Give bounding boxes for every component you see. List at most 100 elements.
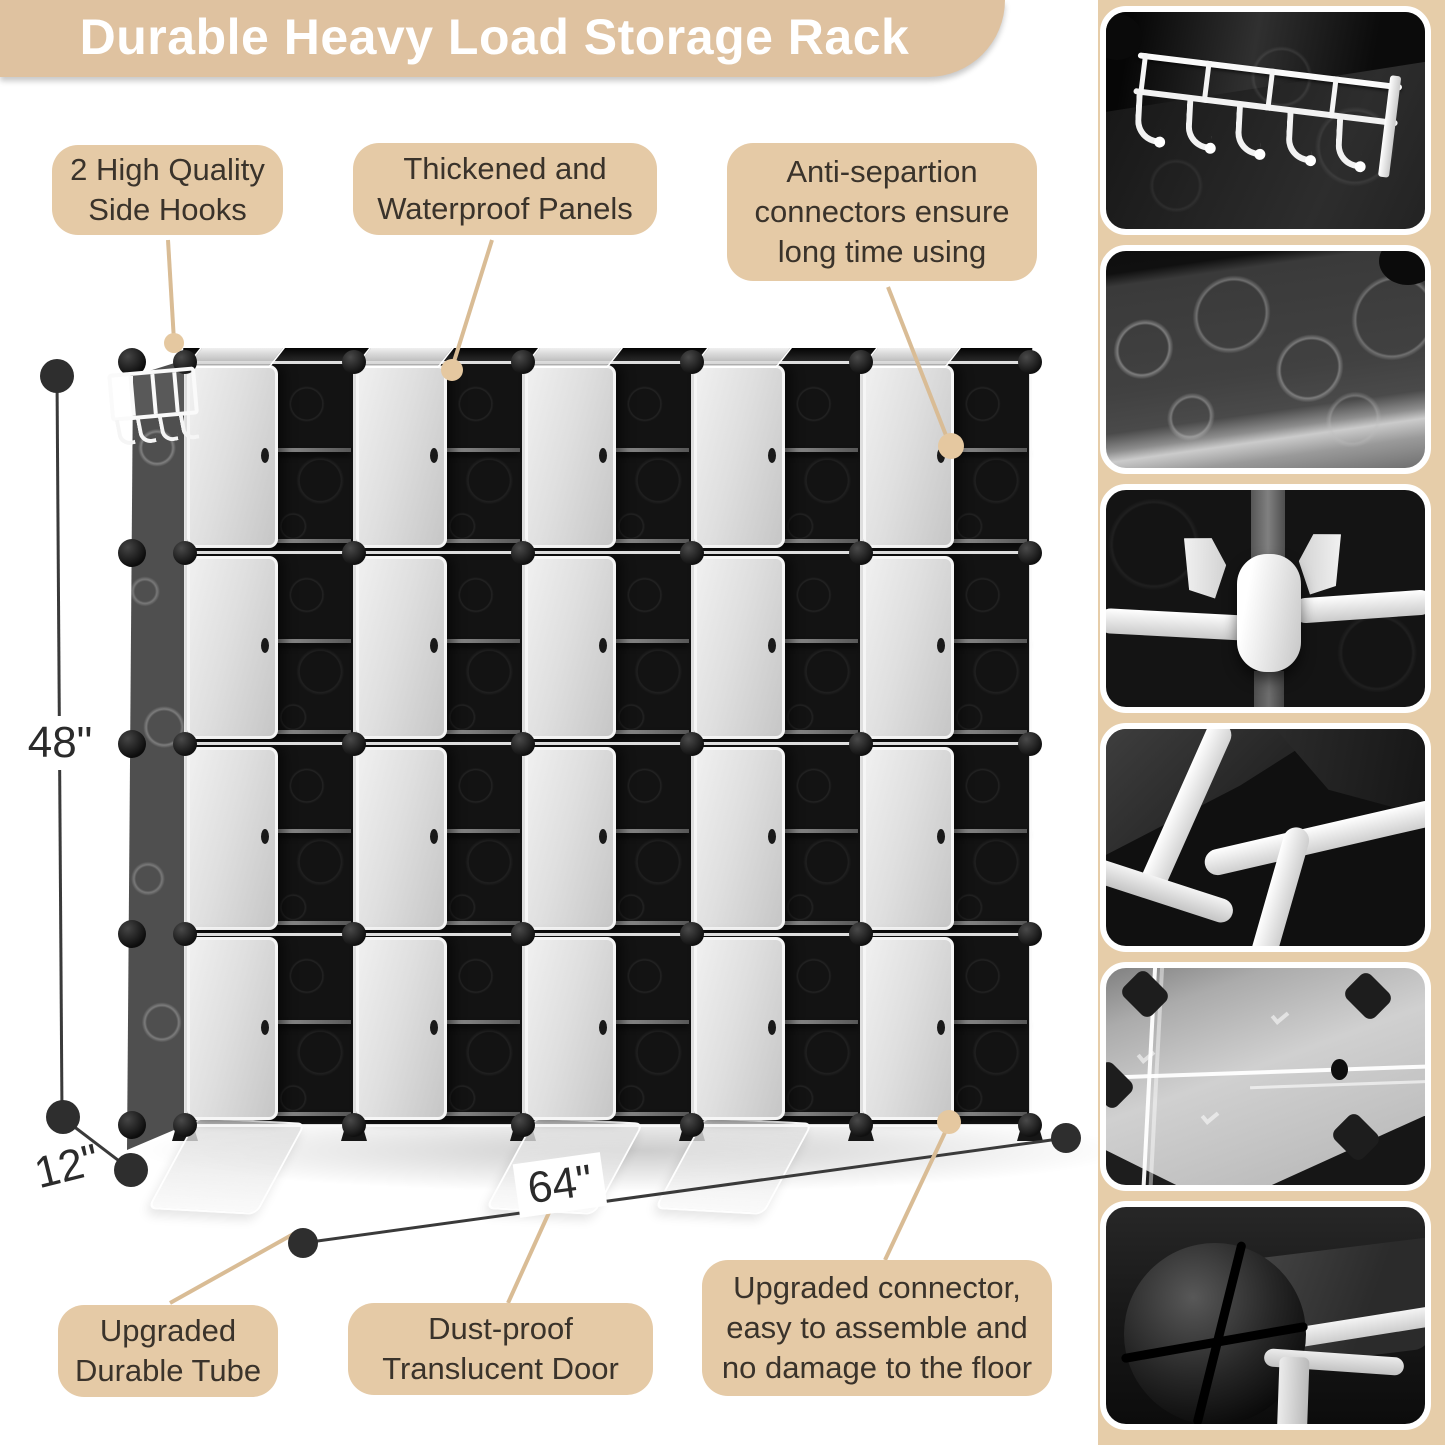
translucent-door <box>187 365 279 549</box>
corner-connector-ball <box>511 922 535 947</box>
storage-cube <box>185 362 354 553</box>
support-pole <box>1254 671 1284 707</box>
storage-cube <box>861 552 1030 744</box>
corner-connector-ball <box>680 350 704 374</box>
white-tube <box>1202 798 1425 878</box>
corner-connector-ball <box>342 350 366 374</box>
translucent-door <box>187 746 279 930</box>
storage-rack-image <box>107 340 1132 1260</box>
storage-cube <box>185 743 354 935</box>
translucent-door <box>356 937 448 1121</box>
corner-connector-ball <box>342 731 366 756</box>
door-handle-hole <box>261 829 270 845</box>
panel-reflection <box>1200 1107 1220 1126</box>
storage-cube <box>861 743 1030 935</box>
storage-cube <box>185 552 354 744</box>
storage-cube <box>861 362 1030 553</box>
thumbnail-swirl-panel-closeup <box>1100 245 1431 474</box>
corner-connector-ball <box>173 350 197 374</box>
corner-connector-ball <box>118 730 146 758</box>
corner-connector-ball <box>342 540 366 565</box>
storage-cube <box>692 743 861 935</box>
storage-cube <box>523 362 692 553</box>
door-handle-hole <box>261 638 270 654</box>
corner-connector <box>1106 1058 1137 1111</box>
door-handle-hole <box>768 1019 777 1035</box>
translucent-door <box>863 365 955 549</box>
corner-connector <box>1118 968 1172 1020</box>
door-handle-hole <box>599 447 608 463</box>
swirl-texture <box>1106 251 1425 468</box>
translucent-door <box>525 746 617 930</box>
hook-icon <box>1134 91 1166 148</box>
corner-connector-ball <box>849 350 873 374</box>
open-door-top-hint <box>353 346 456 368</box>
translucent-door <box>694 555 786 739</box>
thumbnail-translucent-door-closeup <box>1100 962 1431 1191</box>
storage-cube <box>692 552 861 744</box>
storage-cube <box>354 362 523 553</box>
corner-connector-ball <box>173 731 197 756</box>
hook-icon <box>178 411 200 442</box>
door-handle-hole <box>768 638 777 654</box>
frame-line <box>185 551 1030 555</box>
callout-floor-connector: Upgraded connector, easy to assemble and… <box>702 1260 1052 1396</box>
support-pole <box>1276 1356 1310 1424</box>
storage-cube <box>692 934 861 1125</box>
door-handle-hole <box>430 638 439 654</box>
corner-connector-ball <box>1018 350 1042 374</box>
hook-icon <box>1284 109 1317 167</box>
translucent-door <box>356 555 448 739</box>
corner-connector-ball <box>173 540 197 565</box>
translucent-door <box>694 746 786 930</box>
corner-connector-ball <box>680 922 704 947</box>
open-door-top-hint <box>691 346 794 368</box>
corner-connector-ball <box>118 348 146 376</box>
door-handle-hole <box>937 1019 946 1035</box>
hook-icon <box>1184 97 1216 155</box>
door-handle-hole <box>937 638 946 654</box>
translucent-door <box>863 937 955 1121</box>
callout-side-hooks: 2 High Quality Side Hooks <box>52 145 283 235</box>
storage-cube <box>523 934 692 1125</box>
corner-connector-ball <box>118 920 146 948</box>
height-dimension-label: 48" <box>14 716 106 770</box>
corner-connector-ball <box>680 1113 704 1137</box>
corner-connector-ball <box>173 1113 197 1137</box>
thumbnail-tube-frame-closeup <box>1100 723 1431 952</box>
corner-connector-ball <box>849 922 873 947</box>
storage-cube <box>861 934 1030 1125</box>
door-handle-hole <box>430 447 439 463</box>
detail-thumbnail-strip <box>1098 0 1445 1445</box>
leader-line-side-hooks <box>166 239 176 342</box>
storage-cube <box>354 552 523 744</box>
callout-panels: Thickened and Waterproof Panels <box>353 143 657 235</box>
callout-anti-separation: Anti-separtion connectors ensure long ti… <box>727 143 1037 281</box>
door-handle-hole <box>261 1019 270 1035</box>
translucent-door <box>187 555 279 739</box>
storage-cube <box>523 552 692 744</box>
rack-front <box>147 346 1043 1216</box>
dimension-endpoint-dot <box>40 359 74 393</box>
corner-connector <box>1342 969 1395 1023</box>
page-title: Durable Heavy Load Storage Rack <box>79 8 910 65</box>
storage-cube <box>354 934 523 1125</box>
panel-reflection <box>1270 1007 1290 1026</box>
translucent-door <box>863 555 955 739</box>
corner-connector-ball <box>849 1113 873 1137</box>
door-handle-hole <box>599 829 608 845</box>
corner-connector-ball <box>118 539 146 567</box>
dimension-endpoint-dot <box>46 1100 80 1134</box>
door-handle-hole <box>430 1019 439 1035</box>
callout-door: Dust-proof Translucent Door <box>348 1303 653 1395</box>
door-handle-hole <box>261 447 270 463</box>
corner-connector-ball <box>173 922 197 947</box>
corner-connector-ball <box>849 731 873 756</box>
depth-dimension-label: 12" <box>29 1134 105 1199</box>
door-handle-hole <box>768 829 777 845</box>
thumbnail-floor-connector-closeup <box>1100 1201 1431 1430</box>
corner-connector-ball <box>511 350 535 374</box>
corner-connector-ball <box>511 1113 535 1137</box>
storage-cube <box>185 934 354 1125</box>
